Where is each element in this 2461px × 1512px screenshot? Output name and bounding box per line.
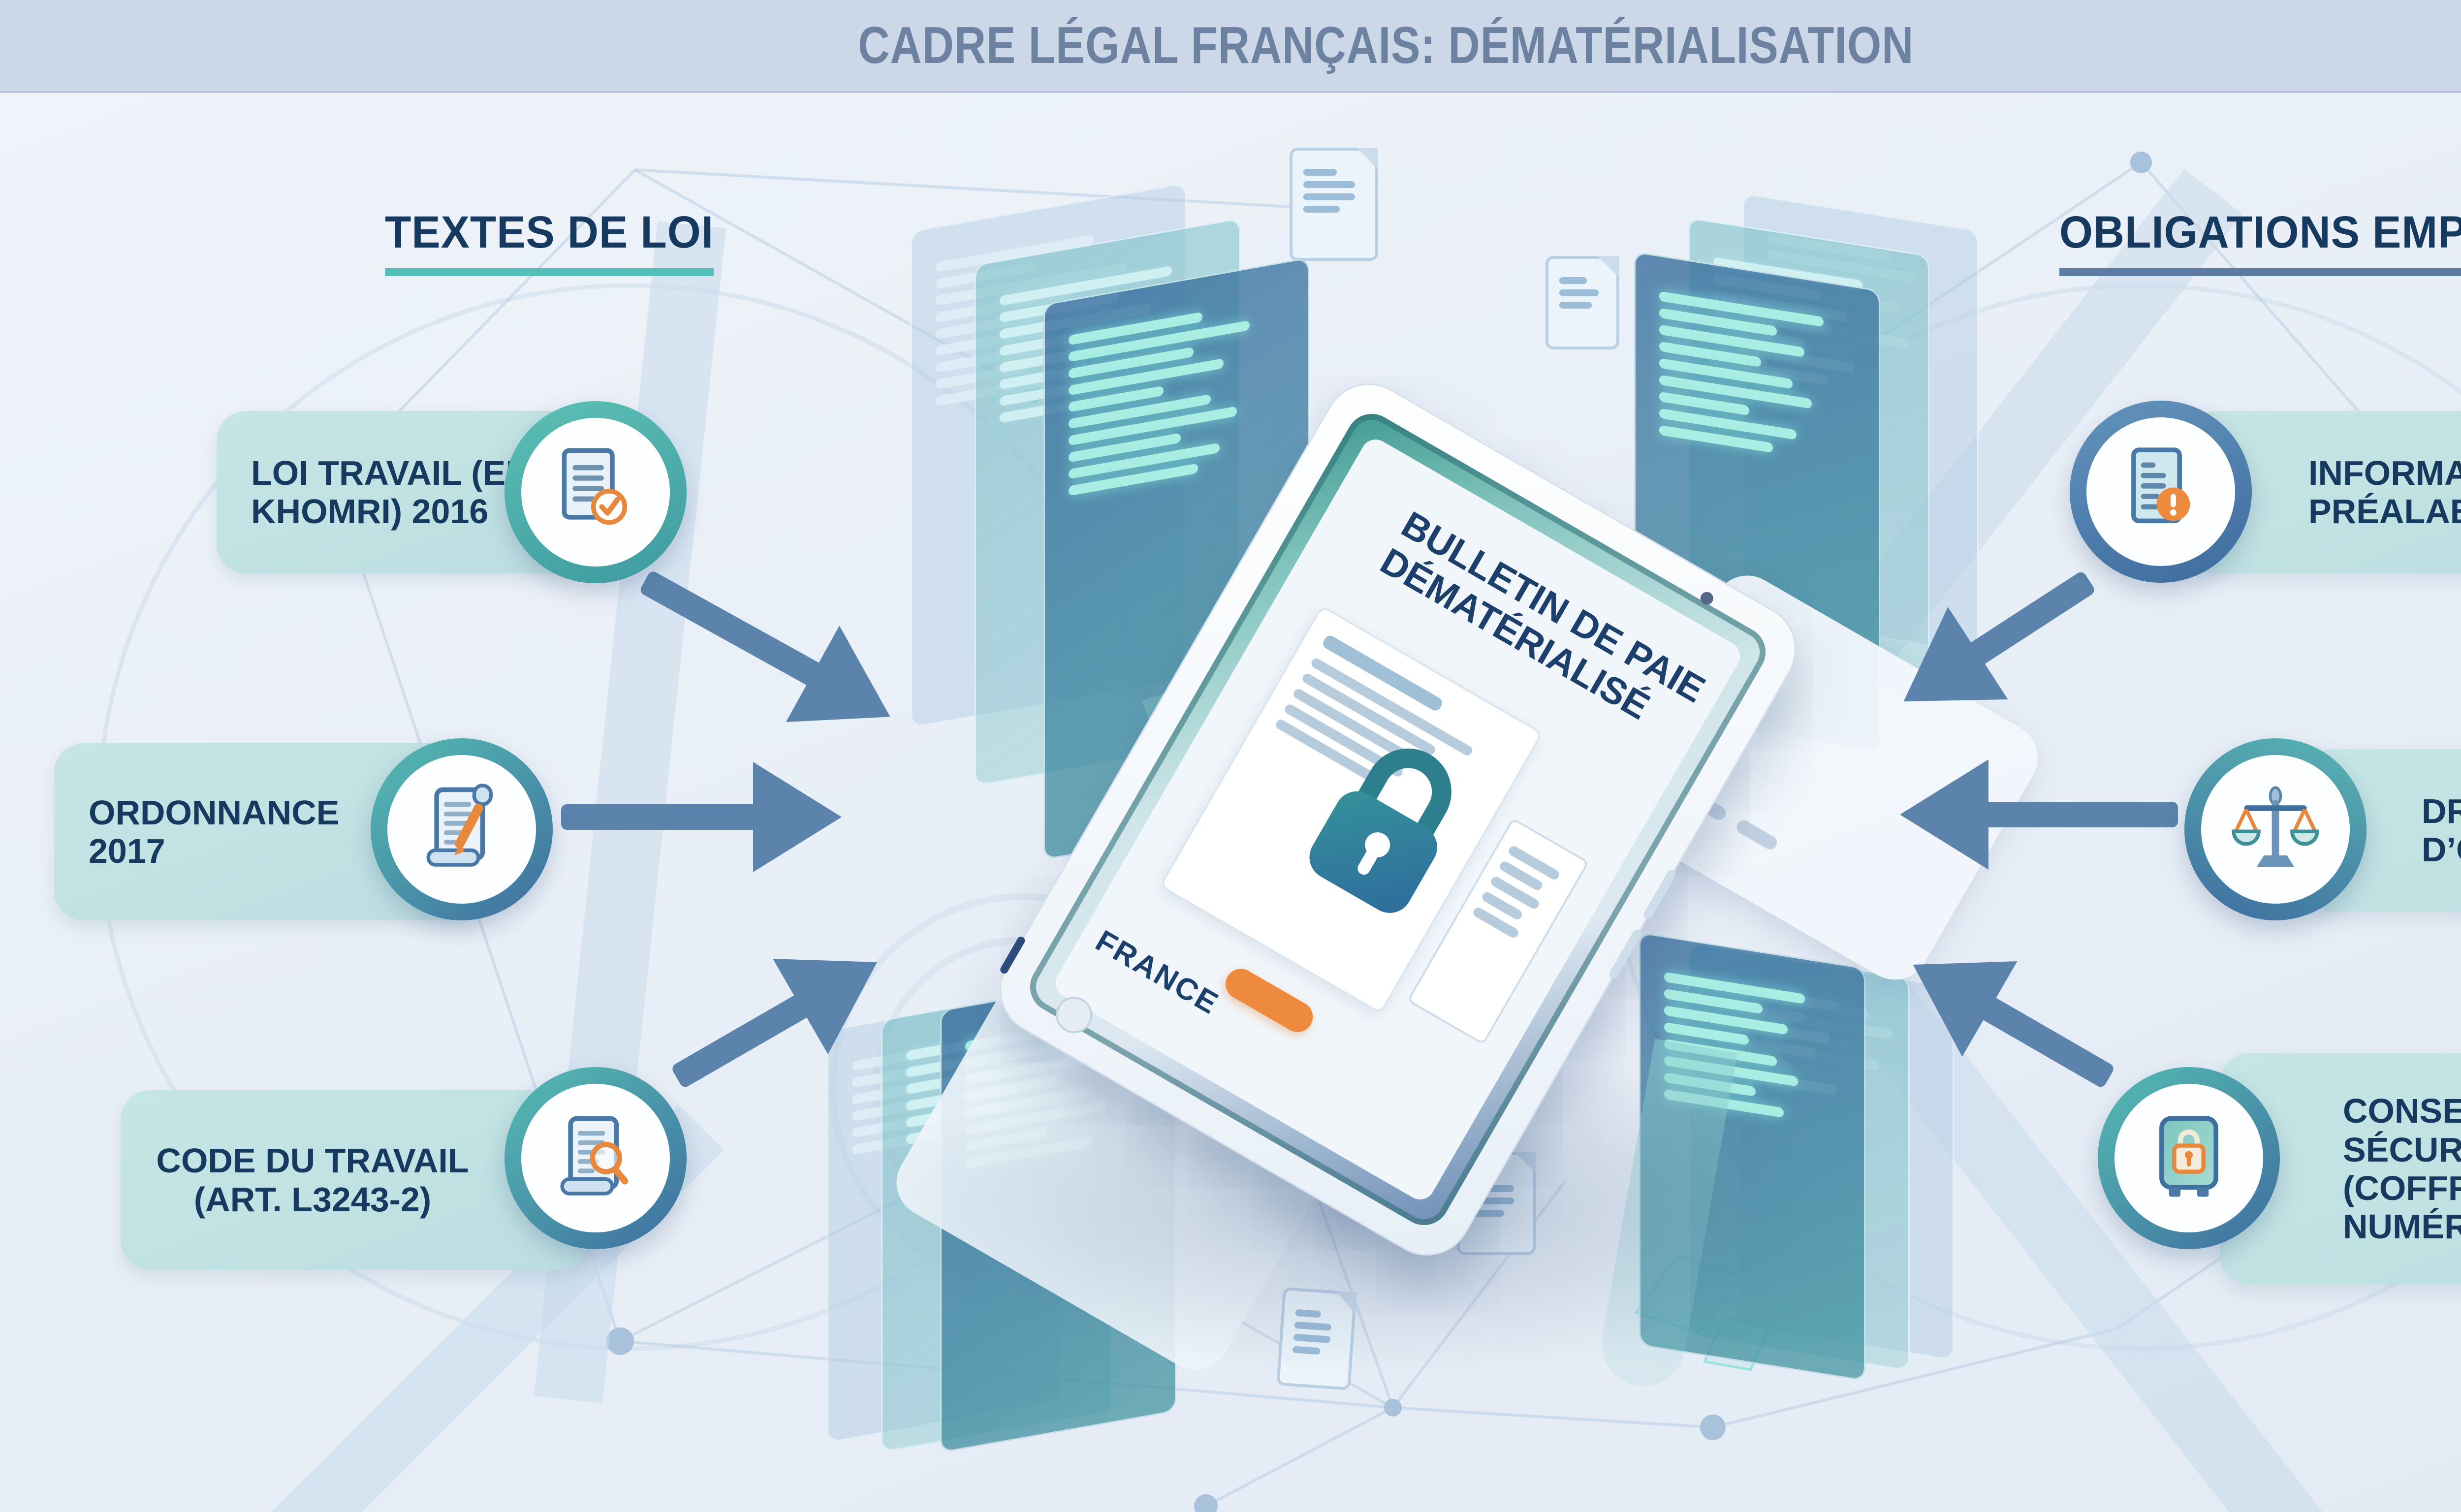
page-title: CADRE LÉGAL FRANÇAIS: DÉMATÉRIALISATION (858, 16, 1914, 74)
text-line (1471, 1210, 1504, 1217)
pill-label: CONSERVATION SÉCURISÉE (COFFRE-FORT NUMÉ… (2343, 1092, 2461, 1246)
text-line (1303, 193, 1356, 200)
small-document-icon (1546, 256, 1619, 349)
tablet-screen-content: BULLETIN DE PAIE DÉMATÉRIALISÉ (1050, 434, 1746, 1205)
icon-circle-inner (521, 1084, 670, 1232)
arrow-code-travail (672, 959, 878, 1087)
right-section-header: OBLIGATIONS EMPLOYEUR (2059, 207, 2461, 276)
download-button[interactable] (1220, 963, 1319, 1038)
pill-label: DROIT D’OPPOSITION (2422, 791, 2461, 869)
icon-circle-inner (2114, 1084, 2263, 1232)
text-line (1559, 302, 1592, 309)
pill-label: INFORMATION PRÉALABLE (2308, 453, 2461, 531)
icon-circle-information (2070, 401, 2252, 583)
safe-lock-icon (2159, 1116, 2218, 1197)
tablet: BULLETIN DE PAIE DÉMATÉRIALISÉ (983, 367, 1813, 1272)
small-document-icon (1290, 148, 1378, 261)
pill-label: CODE DU TRAVAIL (ART. L3243-2) (156, 1141, 469, 1219)
arrow-loi-travail (640, 571, 890, 723)
text-line (1559, 289, 1599, 296)
pill-loi-travail: LOI TRAVAIL (EL KHOMRI) 2016 (217, 411, 581, 573)
arrow-information (1903, 572, 2094, 702)
icon-circle-ordonnance (371, 738, 553, 920)
padlock-icon (1309, 748, 1451, 913)
text-line (1559, 277, 1587, 284)
scroll-pen-icon (426, 784, 493, 867)
icon-circle-inner (387, 755, 536, 904)
left-section-header: TEXTES DE LOI (385, 207, 714, 276)
payslip-side-lines (1471, 844, 1567, 946)
text-line (1303, 169, 1337, 176)
tablet-screen: BULLETIN DE PAIE DÉMATÉRIALISÉ (1020, 404, 1775, 1235)
document-alert-icon (2131, 447, 2190, 524)
pill-label: LOI TRAVAIL (EL KHOMRI) 2016 (251, 453, 526, 531)
icon-circle-inner (521, 418, 670, 567)
icon-circle-code-travail (505, 1067, 687, 1249)
icon-circle-inner (2201, 755, 2350, 904)
arrow-conservation (1913, 961, 2114, 1087)
scales-icon (2232, 786, 2319, 867)
icon-circle-loi-travail (505, 401, 687, 583)
text-line (1303, 206, 1340, 213)
country-label: FRANCE (1090, 923, 1225, 1021)
icon-circle-opposition (2184, 738, 2366, 920)
title-band: CADRE LÉGAL FRANÇAIS: DÉMATÉRIALISATION (0, 0, 2461, 93)
arrow-opposition (1900, 759, 2178, 870)
text-line (1303, 181, 1356, 188)
icon-circle-inner (2086, 417, 2235, 566)
pill-label: ORDONNANCE 2017 (89, 793, 340, 870)
document-check-icon (562, 448, 628, 525)
icon-circle-conservation (2098, 1067, 2280, 1249)
scroll-search-icon (560, 1116, 629, 1196)
arrow-ordonnance (561, 762, 842, 872)
